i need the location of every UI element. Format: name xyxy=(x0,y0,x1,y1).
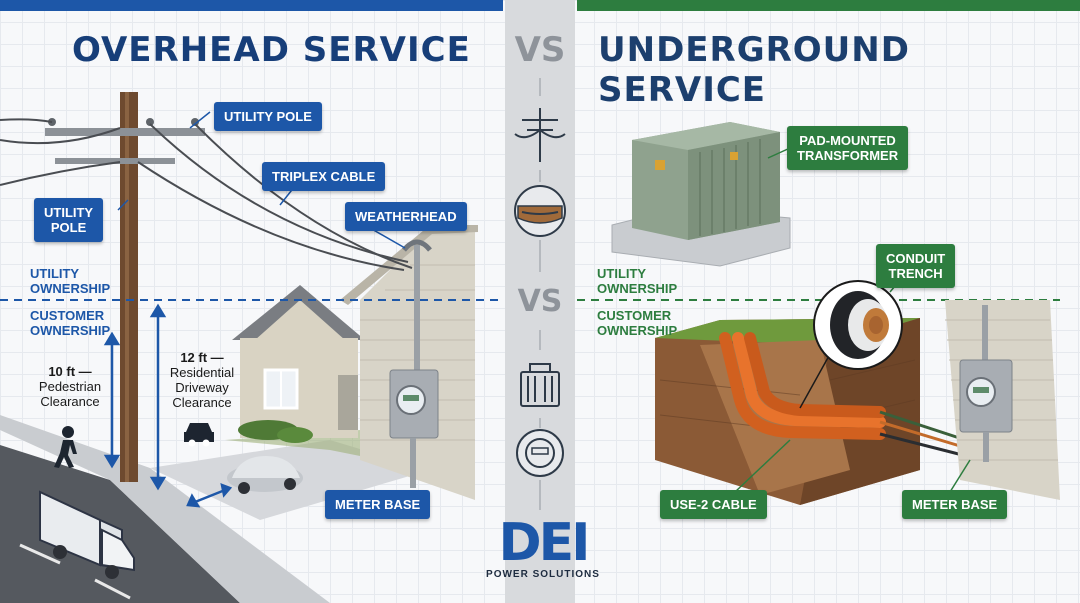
customer-ownership-label-right: CUSTOMER OWNERSHIP xyxy=(597,308,678,338)
cable-cross-section xyxy=(799,280,903,409)
underground-accent-bar xyxy=(577,0,1080,11)
parked-car xyxy=(227,456,303,494)
weatherhead-cap xyxy=(402,239,432,252)
driveway-clearance-height: 12 ft — xyxy=(180,350,224,365)
utility-pole-graphic xyxy=(45,92,205,482)
trench-icon xyxy=(514,185,566,237)
overhead-accent-bar xyxy=(0,0,503,11)
truck xyxy=(39,490,135,579)
utility-ownership-label-left: UTILITY OWNERSHIP xyxy=(30,266,111,296)
meter-base-callout-right: METER BASE xyxy=(902,490,1008,519)
pedestrian-icon xyxy=(54,426,77,468)
customer-ownership-label-left: CUSTOMER OWNERSHIP xyxy=(30,308,111,338)
driveway-clearance-label: Residential Driveway Clearance xyxy=(169,365,235,410)
meter-base-graphic xyxy=(389,369,439,488)
service-mast xyxy=(414,245,420,380)
triplex-cable-callout: TRIPLEX CABLE xyxy=(262,162,386,191)
weatherhead-callout: WEATHERHEAD xyxy=(345,202,467,231)
pad-mounted-transformer-graphic xyxy=(611,122,791,267)
utility-pole-callout-left: UTILITY POLE xyxy=(34,198,104,242)
conduit-trench-callout: CONDUIT TRENCH xyxy=(876,244,956,288)
meter-base-callout-left: METER BASE xyxy=(325,490,431,519)
vs-middle-label: VS xyxy=(517,284,563,319)
transformer-icon xyxy=(520,363,560,407)
pedestrian-clearance-label: Pedestrian Clearance xyxy=(38,379,102,409)
meter-base-graphic-right xyxy=(959,359,1013,462)
meter-icon xyxy=(516,429,564,477)
pedestrian-clearance-height: 10 ft — xyxy=(48,364,92,379)
sidewalk xyxy=(0,415,330,603)
conduits xyxy=(719,332,886,440)
dei-logo-mark: DEI xyxy=(498,513,590,573)
car-icon xyxy=(184,423,214,447)
house xyxy=(232,285,365,443)
dei-logo-subtitle: POWER SOLUTIONS xyxy=(486,569,600,580)
pedestrian-clearance: 10 ft — Pedestrian Clearance xyxy=(30,364,110,409)
underground-service-heading: UNDERGROUND SERVICE xyxy=(598,30,910,110)
triplex-wires xyxy=(0,118,413,271)
use2-cable-callout: USE-2 CABLE xyxy=(660,490,767,519)
dei-logo: DEI POWER SOLUTIONS xyxy=(483,515,603,590)
vs-top-label: VS xyxy=(514,30,566,70)
road xyxy=(0,445,240,603)
driveway-clearance: 12 ft — Residential Driveway Clearance xyxy=(162,350,242,410)
overhead-service-heading: OVERHEAD SERVICE xyxy=(72,30,471,70)
utility-ownership-label-right: UTILITY OWNERSHIP xyxy=(597,266,678,296)
pad-mounted-transformer-callout: PAD-MOUNTED TRANSFORMER xyxy=(787,126,909,170)
utility-pole-callout-top: UTILITY POLE xyxy=(214,102,322,131)
utility-pole-icon xyxy=(514,108,566,162)
